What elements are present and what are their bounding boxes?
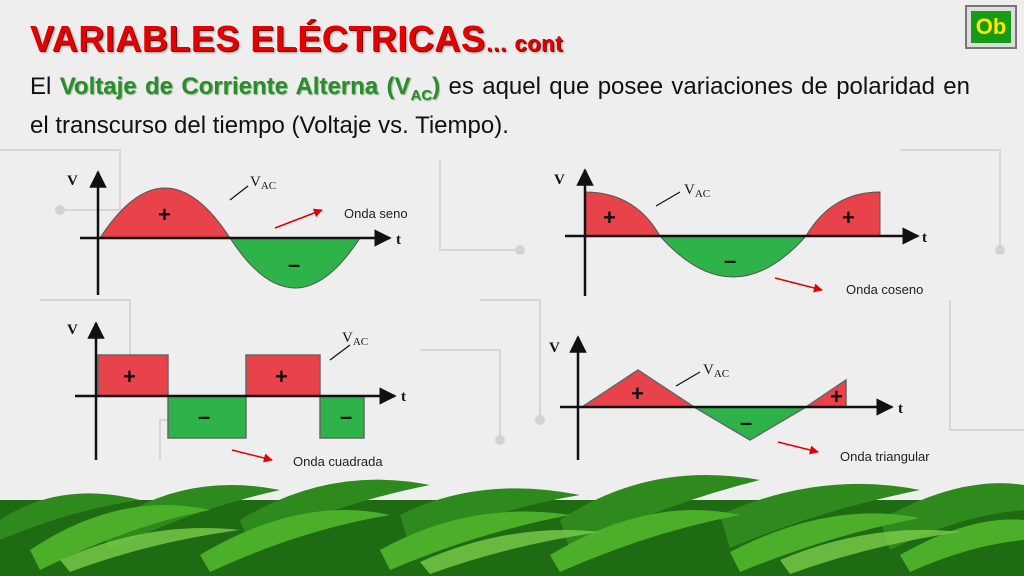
sine-negative-area [229, 237, 361, 289]
cosine-wave-caption: Onda coseno [846, 282, 923, 297]
triangle-red-arrow [777, 441, 819, 455]
square-positive-2 [245, 354, 321, 397]
highlight-subscript: AC [410, 86, 433, 104]
square-minus-2: – [340, 404, 352, 429]
sine-vac-pointer [229, 185, 249, 201]
grass-decoration [0, 475, 1024, 576]
triangle-vac-pointer [675, 371, 701, 387]
cosine-plus-right: + [842, 205, 855, 230]
square-v-label: V [67, 322, 78, 338]
sine-t-label: t [396, 232, 401, 248]
logo-text: Ob [971, 11, 1011, 43]
square-red-arrow [231, 449, 273, 463]
sine-minus-sign: – [288, 252, 300, 277]
slide-title-main: VARIABLES ELÉCTRICAS [30, 18, 486, 59]
cosine-plus-left: + [603, 205, 616, 230]
cosine-red-arrow [774, 277, 823, 293]
cosine-t-label: t [922, 230, 927, 246]
sine-plus-sign: + [158, 202, 171, 227]
triangle-wave-caption: Onda triangular [840, 449, 930, 464]
slide-title-suffix: … cont [485, 31, 563, 56]
square-negative-1 [167, 395, 247, 439]
square-t-label: t [401, 389, 406, 405]
slide-title: VARIABLES ELÉCTRICAS… cont [30, 18, 563, 60]
cosine-positive-left [584, 191, 661, 237]
description-paragraph: El Voltaje de Corriente Alterna (VAC) es… [30, 72, 970, 141]
square-wave-diagram: V t + + – – VAC Onda cuadrada [67, 321, 406, 469]
triangle-plus-1: + [631, 381, 644, 406]
cosine-positive-right [805, 191, 881, 237]
triangle-t-label: t [898, 401, 903, 417]
sine-v-label: V [67, 173, 78, 189]
triangle-vac-label: VAC [703, 362, 729, 380]
description-rest: es aquel que posee variaciones de polari… [30, 73, 971, 139]
square-wave-caption: Onda cuadrada [293, 454, 383, 469]
square-plus-2: + [275, 364, 288, 389]
square-vac-label: VAC [342, 330, 368, 348]
cosine-vac-label: VAC [684, 182, 710, 200]
triangle-minus-sign: – [740, 410, 752, 435]
cosine-negative-area [658, 235, 808, 278]
sine-wave-caption: Onda seno [344, 206, 408, 221]
triangle-wave-diagram: V t + + – VAC Onda triangular [549, 335, 930, 464]
cosine-v-label: V [554, 172, 565, 188]
sine-vac-label: VAC [250, 174, 276, 192]
highlight-text: Voltaje de Corriente Alterna (V [59, 73, 411, 100]
square-plus-1: + [123, 364, 136, 389]
square-minus-1: – [198, 404, 210, 429]
highlight-close: ) [432, 73, 441, 100]
triangle-v-label: V [549, 340, 560, 356]
sine-wave-diagram: V t + – VAC Onda seno [67, 170, 408, 295]
description-intro: El [30, 73, 52, 100]
sine-positive-area [99, 187, 231, 239]
triangle-plus-2: + [830, 384, 843, 409]
cosine-minus-sign: – [724, 248, 736, 273]
cosine-vac-pointer [655, 191, 681, 207]
cosine-wave-diagram: V t + + – VAC Onda coseno [554, 168, 927, 297]
logo-badge: Ob [965, 5, 1017, 49]
square-vac-pointer [329, 344, 351, 361]
description-highlight: Voltaje de Corriente Alterna (VAC) [59, 73, 441, 104]
sine-red-arrow [274, 208, 323, 229]
